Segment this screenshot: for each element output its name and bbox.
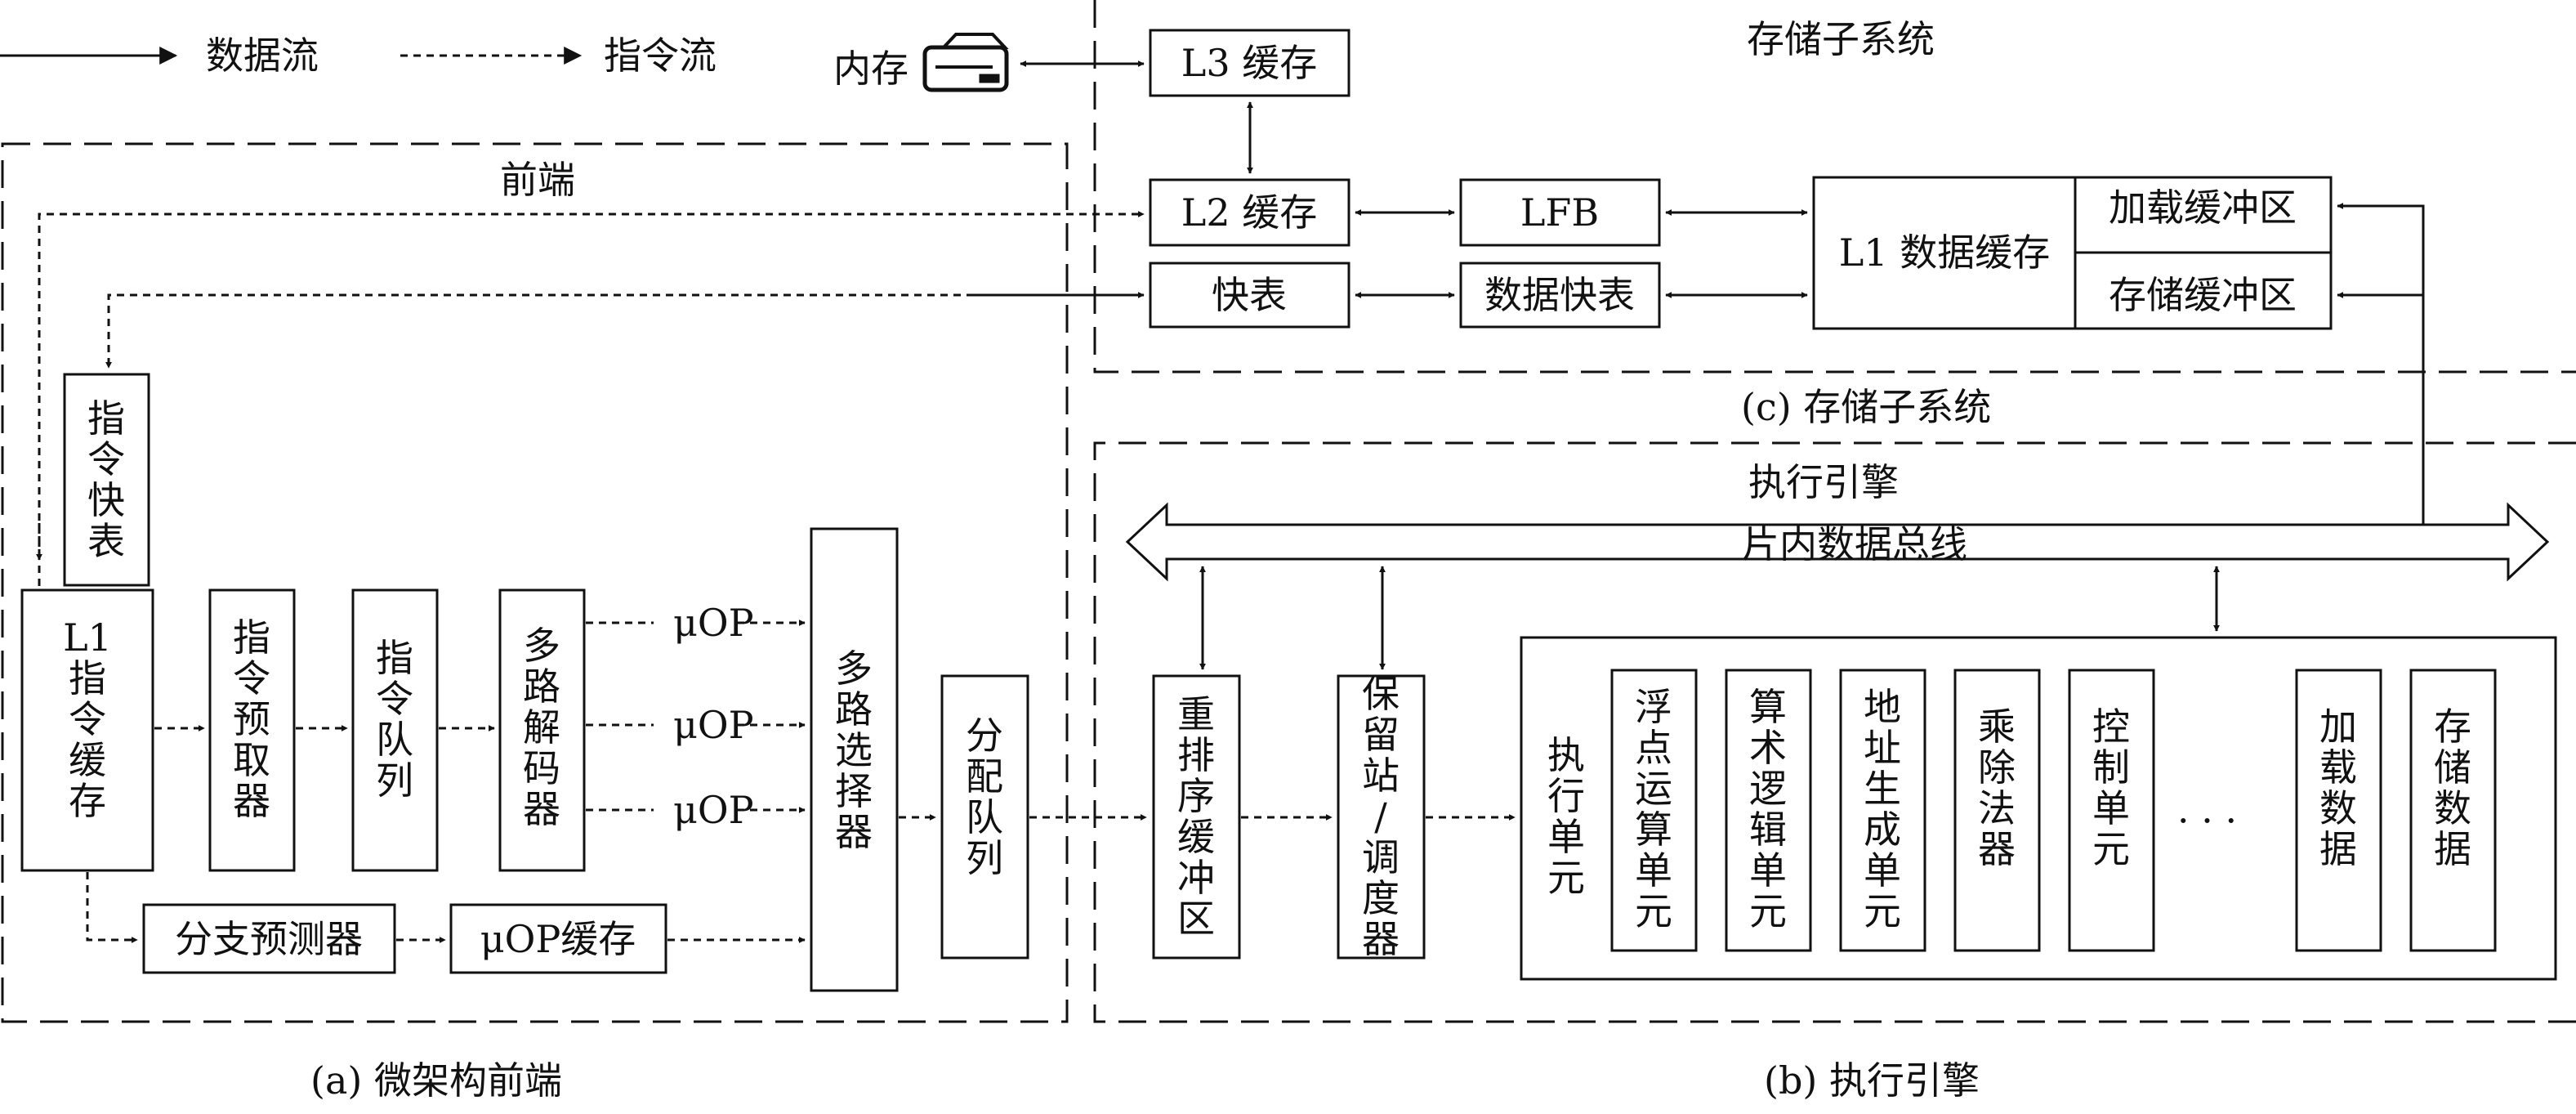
itlb-box: [63, 373, 150, 587]
decoder-label: 多路解码器: [523, 624, 560, 831]
agu-label: 地址生成单元: [1864, 685, 1901, 933]
itlb-label: 指令快表: [87, 396, 125, 563]
alloc-queue-box: [940, 674, 1029, 960]
fpu-box: [1610, 669, 1698, 952]
memory-label: 内存: [833, 47, 909, 91]
reservation-station-box: [1337, 674, 1426, 960]
bus-label: 片内数据总线: [1742, 522, 1967, 566]
legend-data-flow-label: 数据流: [206, 34, 319, 78]
uop-label-1: μOP: [673, 601, 754, 645]
lfb-label: LFB: [1520, 190, 1599, 235]
fpu-label: 浮点运算单元: [1635, 685, 1672, 933]
muldiv-box: [1953, 669, 2041, 952]
store-data-label: 存储数据: [2434, 705, 2471, 871]
ellipsis-label: · · ·: [2177, 799, 2237, 843]
ctrl-unit-label: 控制单元: [2092, 705, 2130, 871]
alu-box: [1725, 669, 1812, 952]
uop-cache-box: [449, 903, 667, 974]
branch-predictor-box: [142, 903, 396, 974]
lfb-box: [1459, 178, 1661, 247]
instr-queue-label: 指令队列: [376, 636, 413, 803]
store-data-box: [2409, 669, 2497, 952]
decoder-box: [498, 588, 586, 872]
instr-queue-box: [351, 588, 439, 872]
frontend-caption: (a) 微架构前端: [310, 1058, 562, 1103]
load-data-label: 加载数据: [2319, 705, 2357, 871]
store-buffer-label: 存储缓冲区: [2109, 273, 2297, 317]
engine-region-frame: [1093, 441, 2576, 1023]
exec-units-container: [1520, 636, 2557, 981]
bus-load-buffer-arrow: [2337, 203, 2425, 525]
on-chip-data-bus: [1125, 502, 2550, 582]
agu-box: [1839, 669, 1926, 952]
tlb-label: 快表: [1212, 273, 1287, 317]
branch-predictor-label: 分支预测器: [175, 917, 363, 961]
l2-cache-box: [1149, 178, 1351, 247]
legend-instr-flow-label: 指令流: [604, 34, 717, 78]
dtlb-label: 数据快表: [1484, 273, 1635, 317]
dtlb-box: [1459, 262, 1661, 329]
mux-box: [810, 527, 899, 992]
ctrl-unit-box: [2068, 669, 2155, 952]
l2-cache-label: L2 缓存: [1181, 190, 1317, 235]
l1d-cache-label: L1 数据缓存: [1839, 230, 2050, 275]
alloc-queue-label: 分配队列: [966, 714, 1003, 880]
engine-title: 执行引擎: [1748, 460, 1899, 504]
frontend-region-frame: [1, 142, 1069, 1023]
load-buffer-label: 加载缓冲区: [2109, 186, 2297, 230]
frontend-title: 前端: [500, 158, 575, 202]
uop-label-2: μOP: [673, 703, 754, 747]
engine-caption: (b) 执行引擎: [1764, 1058, 1980, 1103]
prefetcher-box: [208, 588, 296, 872]
exec-unit-label: 执行单元: [1547, 733, 1585, 900]
load-data-box: [2295, 669, 2382, 952]
l3-cache-label: L3 缓存: [1181, 41, 1317, 85]
l1i-cache-box: [20, 588, 154, 872]
storage-region-frame: [1093, 0, 2576, 374]
muldiv-label: 乘除法器: [1978, 705, 2016, 871]
rob-label: 重排序缓冲区: [1177, 692, 1215, 941]
alu-label: 算术逻辑单元: [1749, 685, 1787, 933]
l1i-l2-arrow: [38, 211, 1145, 586]
tlb-box: [1149, 262, 1351, 329]
rob-box: [1152, 674, 1241, 960]
uop-cache-label: μOP缓存: [480, 917, 636, 961]
mux-label: 多路选择器: [835, 646, 873, 854]
tlb-itlb-arrow: [105, 293, 1144, 369]
memory-drive-icon: [922, 33, 1009, 92]
prefetcher-label: 指令预取器: [233, 615, 270, 823]
storage-caption: (c) 存储子系统: [1741, 385, 1991, 429]
rs-label: 保留站/调度器: [1362, 672, 1400, 961]
uop-label-3: μOP: [673, 788, 754, 832]
l3-cache-box: [1149, 29, 1351, 97]
storage-title: 存储子系统: [1747, 17, 1935, 61]
